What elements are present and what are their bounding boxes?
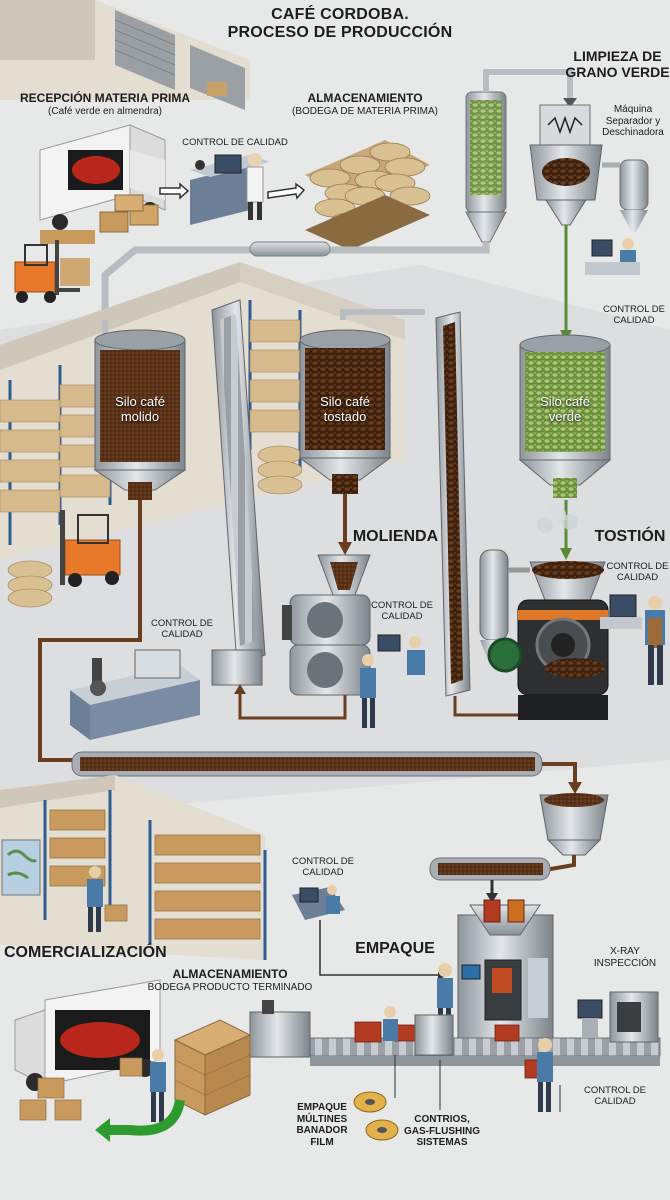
- silo-tostado-line-2: tostado: [323, 408, 367, 424]
- main-conveyor: [71, 751, 582, 794]
- pallet-boxes: [173, 1019, 252, 1116]
- storage-finished-title: ALMACENAMIENTO: [172, 967, 288, 981]
- arrows-top: [159, 182, 306, 200]
- ground-coffee-flow-line: [38, 500, 142, 762]
- silo-molido-line-1: Silo café: [115, 394, 165, 409]
- gas-line-3: SISTEMAS: [416, 1137, 468, 1148]
- silo-verde-label: Silo café verde: [525, 394, 605, 425]
- label-gas-flushing: CONTRIOS, GAS-FLUSHING SISTEMAS: [398, 1114, 486, 1149]
- qc-label-grinding: CONTROL DE CALIDAD: [366, 600, 438, 623]
- qc-cleaning-line-1: CONTROL DE: [603, 304, 665, 315]
- grinder-operators: [360, 634, 425, 728]
- film-line-4: FILM: [310, 1136, 334, 1148]
- cleaning-tower: [465, 69, 577, 243]
- title-line-2: PROCESO DE PRODUCCIÓN: [227, 24, 453, 42]
- qc-grinding-line-2: CALIDAD: [381, 610, 423, 622]
- qc-roasting-line-1: CONTROL DE: [606, 561, 669, 572]
- packaging-conveyor: [249, 1000, 661, 1112]
- storage-raw-title: ALMACENAMIENTO: [307, 91, 423, 105]
- label-comercializacion: COMERCIALIZACIÓN: [4, 944, 167, 961]
- qc-station-top: [190, 153, 270, 225]
- page-title: CAFÉ CORDOBA. PROCESO DE PRODUCCIÓN: [210, 6, 470, 43]
- film-line-2: MÚLTINES: [296, 1113, 348, 1125]
- reception-subtitle: (Café verde en almendra): [48, 105, 162, 117]
- qc-roasting-line-2: CALIDAD: [616, 571, 659, 583]
- boxes-top: [40, 194, 159, 244]
- label-empaque: EMPAQUE: [355, 940, 435, 957]
- xray-machine: [577, 991, 659, 1043]
- silo-tostado-label: Silo café tostado: [305, 394, 385, 425]
- label-reception: RECEPCIÓN MATERIA PRIMA (Café verde en a…: [5, 91, 205, 117]
- qc-label-packaging: CONTROL DE CALIDAD: [284, 856, 362, 879]
- delivery-truck-bottom: [14, 979, 166, 1122]
- label-separator-machine: Máquina Separador y Deschinadora: [596, 104, 670, 139]
- separator-line-1: Máquina: [613, 104, 653, 115]
- silo-verde-line-1: Silo café: [540, 394, 590, 409]
- cleaning-title-line-2: GRANO VERDE: [565, 64, 670, 81]
- qc-lab-line-2: CALIDAD: [161, 628, 203, 640]
- qc-xray-line-2: CALIDAD: [594, 1095, 636, 1107]
- reception-building: [0, 0, 250, 110]
- qc-cleaning-line-2: CALIDAD: [613, 314, 655, 326]
- film-line-3: BANADOR: [296, 1125, 348, 1136]
- silo-molido-shape: [93, 320, 187, 500]
- qc-label-reception: CONTROL DE CALIDAD: [182, 137, 288, 148]
- label-packaging-film: EMPAQUE MÚLTINES BANADOR FILM: [282, 1102, 362, 1148]
- gas-line-2: GAS-FLUSHING: [403, 1125, 481, 1137]
- qc-packaging-line-1: CONTROL DE: [292, 856, 354, 867]
- bucket-elevator-left: [211, 299, 266, 686]
- xray-line-2: INSPECCIÓN: [593, 957, 657, 969]
- label-xray: X-RAY INSPECCIÓN: [585, 946, 665, 969]
- separator-line-3: Deschinadora: [602, 127, 664, 138]
- silo-tostado-line-1: Silo café: [320, 394, 370, 409]
- bucket-elevator-right: [435, 311, 471, 697]
- delivery-truck-top: [39, 124, 166, 230]
- label-storage-finished: ALMACENAMIENTO BODEGA PRODUCTO TERMINADO: [130, 967, 330, 993]
- label-tostion: TOSTIÓN: [594, 528, 666, 545]
- film-rolls: [353, 1055, 561, 1141]
- separator-line-2: Separador y: [605, 115, 661, 127]
- silo-tostado-shape: [298, 309, 425, 494]
- qc-grinding-line-1: CONTROL DE: [371, 600, 433, 611]
- qc-xray-line-1: CONTROL DE: [584, 1085, 646, 1096]
- label-cleaning: LIMPIEZA DE GRANO VERDE: [565, 48, 670, 80]
- qc-operator-right: [560, 225, 640, 342]
- label-molienda: MOLIENDA: [352, 528, 439, 545]
- forklift-top: [14, 240, 90, 303]
- cleaning-title-line-1: LIMPIEZA DE: [573, 48, 662, 64]
- qc-label-lab: CONTROL DE CALIDAD: [142, 618, 222, 641]
- storage-raw-subtitle: (BODEGA DE MATERIA PRIMA): [292, 105, 438, 117]
- separator-machine: [529, 104, 649, 232]
- qc-packaging-line-2: CALIDAD: [302, 866, 344, 878]
- sacks-storage: [305, 140, 431, 250]
- xray-line-1: X-RAY: [610, 946, 640, 957]
- packaging-machine: [437, 899, 554, 1041]
- label-storage-raw: ALMACENAMIENTO (BODEGA DE MATERIA PRIMA): [285, 91, 445, 117]
- magnet-pipe-section: [249, 241, 331, 257]
- finished-goods-warehouse: [0, 775, 267, 960]
- film-line-1: EMPAQUE: [297, 1102, 347, 1113]
- storage-finished-subtitle: BODEGA PRODUCTO TERMINADO: [147, 981, 313, 993]
- qc-lab-line-1: CONTROL DE: [151, 618, 213, 629]
- qc-lab-middle: [70, 649, 200, 740]
- title-line-1: CAFÉ CORDOBA.: [271, 6, 409, 23]
- reception-title: RECEPCIÓN MATERIA PRIMA: [19, 91, 190, 105]
- roaster-qc-operator: [600, 594, 665, 685]
- qc-label-cleaning: CONTROL DE CALIDAD: [598, 304, 670, 327]
- roaster-machine: [479, 505, 609, 720]
- silo-verde-shape: [518, 334, 612, 560]
- qc-label-roasting: CONTROL DE CALIDAD: [605, 561, 670, 584]
- forklift-middle: [60, 510, 121, 587]
- short-conveyor: [429, 857, 551, 903]
- qc-label-xray: CONTROL DE CALIDAD: [575, 1085, 655, 1108]
- gas-line-1: CONTRIOS,: [414, 1114, 470, 1125]
- silo-molido-label: Silo café molido: [100, 394, 180, 425]
- silo-verde-line-2: verde: [548, 408, 582, 424]
- shipping-arrow: [108, 1098, 185, 1136]
- ground-coffee-hopper: [539, 793, 609, 872]
- grinder-machine: [282, 554, 371, 696]
- silo-molido-line-2: molido: [120, 408, 160, 424]
